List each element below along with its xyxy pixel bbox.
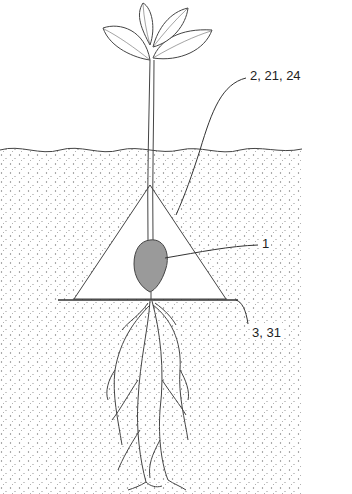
- leader-line: [165, 245, 258, 258]
- leader-line: [236, 300, 248, 324]
- soil: [0, 148, 302, 494]
- leader-line: [176, 78, 246, 215]
- seed: [134, 240, 167, 292]
- leaf-vein: [104, 4, 211, 60]
- callout-number: 3, 31: [250, 325, 283, 340]
- radicle: [151, 292, 152, 300]
- stem: [148, 60, 154, 240]
- plate: [58, 299, 238, 301]
- leaf: [139, 3, 152, 45]
- roots: [107, 301, 189, 490]
- callout-number: 2, 21, 24: [248, 68, 303, 83]
- container: [74, 185, 226, 299]
- callout-number: 1: [260, 236, 271, 251]
- soil-surface: [0, 148, 302, 152]
- leaf: [153, 8, 188, 47]
